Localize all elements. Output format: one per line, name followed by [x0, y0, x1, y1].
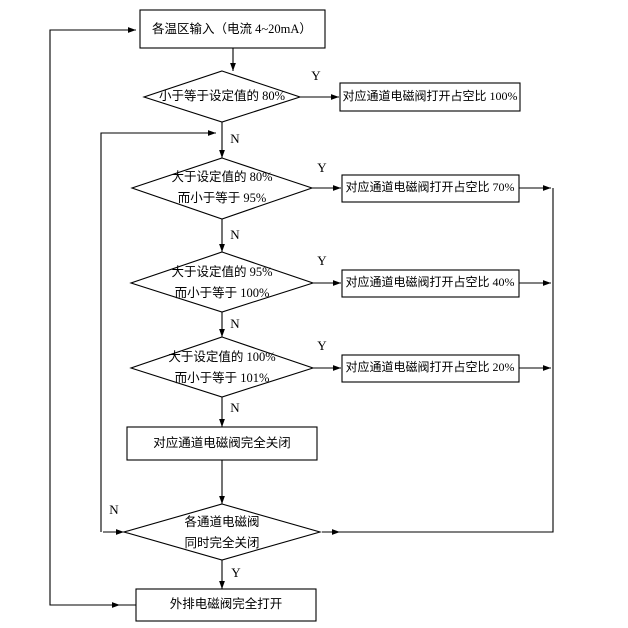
node-exhaust-open-label: 外排电磁阀完全打开: [170, 596, 283, 611]
node-decision3-line1: 大于设定值的 95%: [171, 264, 272, 279]
node-action4-box[interactable]: [341, 354, 520, 383]
node-decision2-line1: 大于设定值的 80%: [171, 169, 272, 184]
node-exhaust-open-box[interactable]: [135, 588, 317, 622]
node-decision4-line2: 而小于等于 101%: [175, 370, 270, 385]
node-close-channel-box[interactable]: [126, 426, 318, 461]
branch-label-d4-no: N: [230, 400, 240, 415]
node-action4[interactable]: 对应通道电磁阀打开占空比 20%: [341, 354, 520, 383]
node-decision3[interactable]: 大于设定值的 95% 而小于等于 100%: [129, 251, 315, 313]
node-decision5[interactable]: 各通道电磁阀 同时完全关闭: [121, 503, 323, 561]
node-action2-box[interactable]: [341, 174, 520, 203]
node-action3[interactable]: 对应通道电磁阀打开占空比 40%: [341, 269, 520, 298]
branch-label-d5-yes: Y: [231, 565, 241, 580]
branch-label-d1-yes: Y: [311, 68, 321, 83]
node-decision2[interactable]: 大于设定值的 80% 而小于等于 95%: [130, 157, 314, 220]
node-decision1-line1: 小于等于设定值的 80%: [159, 88, 285, 103]
branch-label-d5-no: N: [109, 502, 119, 517]
node-action1[interactable]: 对应通道电磁阀打开占空比 100%: [339, 82, 521, 112]
node-action1-box[interactable]: [339, 82, 521, 112]
node-decision3-shape[interactable]: [129, 251, 315, 313]
connector-decision5-no-riser: [100, 130, 216, 532]
node-action3-label: 对应通道电磁阀打开占空比 40%: [346, 274, 515, 289]
node-exhaust-open[interactable]: 外排电磁阀完全打开: [135, 588, 317, 622]
node-decision1[interactable]: 小于等于设定值的 80%: [142, 70, 302, 123]
branch-label-d2-yes: Y: [317, 160, 327, 175]
connector-right-bus: [340, 188, 554, 533]
node-close-channel[interactable]: 对应通道电磁阀完全关闭: [126, 426, 318, 461]
node-decision3-line2: 而小于等于 100%: [175, 285, 270, 300]
branch-label-d1-no: N: [230, 131, 240, 146]
node-input[interactable]: 各温区输入（电流 4~20mA）: [139, 9, 326, 49]
node-action2[interactable]: 对应通道电磁阀打开占空比 70%: [341, 174, 520, 203]
node-decision4[interactable]: 大于设定值的 100% 而小于等于 101%: [129, 336, 315, 398]
branch-label-d3-yes: Y: [317, 253, 327, 268]
branch-label-d3-no: N: [230, 316, 240, 331]
node-decision2-shape[interactable]: [130, 157, 314, 220]
node-decision5-shape[interactable]: [121, 503, 323, 561]
node-input-box[interactable]: [139, 9, 326, 49]
node-decision5-line2: 同时完全关闭: [184, 535, 259, 550]
node-decision4-shape[interactable]: [129, 336, 315, 398]
node-action3-box[interactable]: [341, 269, 520, 298]
node-decision1-shape[interactable]: [142, 70, 302, 123]
branch-label-d2-no: N: [230, 227, 240, 242]
node-close-channel-label: 对应通道电磁阀完全关闭: [153, 435, 291, 450]
node-decision5-line1: 各通道电磁阀: [184, 514, 259, 529]
node-decision4-line1: 大于设定值的 100%: [168, 349, 275, 364]
branch-label-d4-yes: Y: [317, 338, 327, 353]
node-decision2-line2: 而小于等于 95%: [178, 190, 267, 205]
branch-labels: Y N Y N Y N Y N N Y: [109, 68, 327, 580]
node-action4-label: 对应通道电磁阀打开占空比 20%: [346, 359, 515, 374]
node-action2-label: 对应通道电磁阀打开占空比 70%: [346, 179, 515, 194]
node-input-label: 各温区输入（电流 4~20mA）: [152, 21, 312, 36]
connectors: [49, 27, 554, 608]
connector-exhaust-to-input: [49, 27, 136, 606]
node-action1-label: 对应通道电磁阀打开占空比 100%: [343, 88, 518, 103]
